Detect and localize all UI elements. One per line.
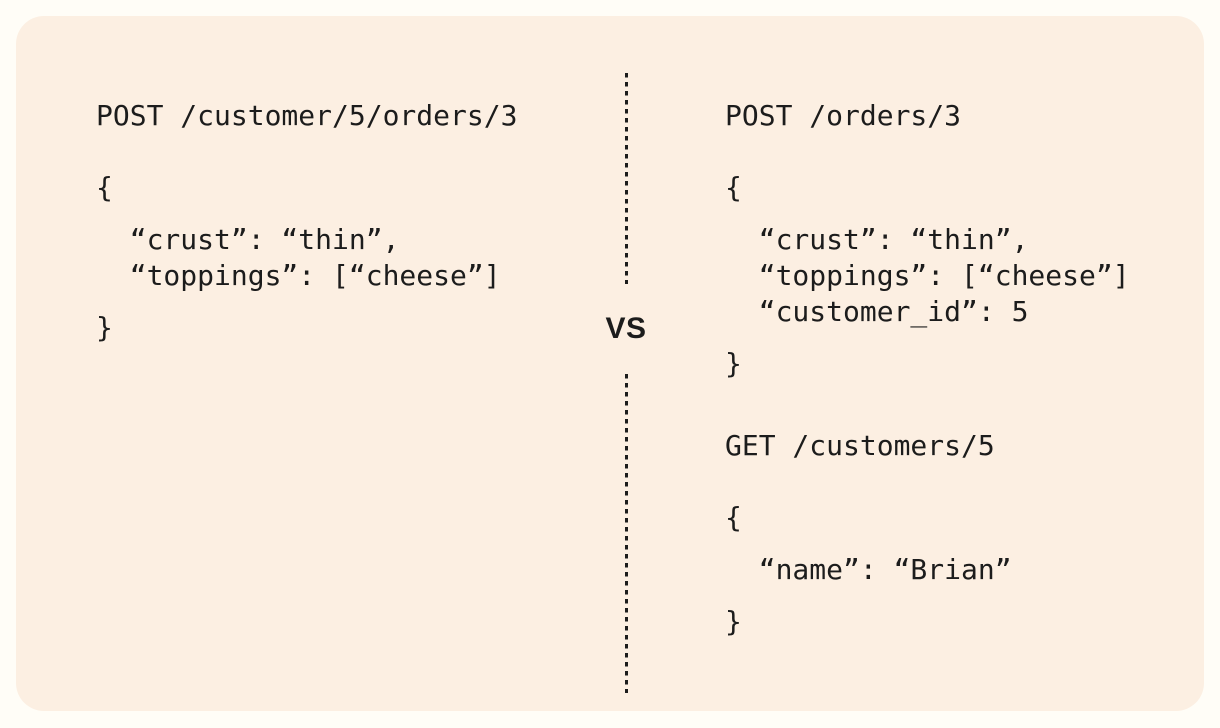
close-brace: } — [725, 605, 742, 638]
vs-divider: VS — [596, 73, 656, 693]
request-line: POST /orders/3 — [725, 99, 962, 132]
json-property: “toppings”: [“cheese”] — [725, 259, 1130, 292]
json-property: “toppings”: [“cheese”] — [96, 259, 501, 292]
vs-box: VS — [605, 284, 646, 374]
json-property: “name”: “Brian” — [725, 553, 1012, 586]
open-brace: { — [725, 501, 742, 534]
close-brace: } — [96, 311, 113, 344]
open-brace: { — [725, 171, 742, 204]
open-brace: { — [96, 171, 113, 204]
json-property: “crust”: “thin”, — [725, 223, 1029, 256]
left-api-example: POST /customer/5/orders/3 { “crust”: “th… — [96, 98, 517, 346]
dotted-line-top — [624, 73, 628, 284]
vs-label: VS — [605, 312, 647, 345]
request-line: GET /customers/5 — [725, 429, 995, 462]
json-property: “customer_id”: 5 — [725, 295, 1029, 328]
close-brace: } — [725, 347, 742, 380]
request-line: POST /customer/5/orders/3 — [96, 99, 518, 132]
json-property: “crust”: “thin”, — [96, 223, 400, 256]
right-api-example: POST /orders/3 { “crust”: “thin”, “toppi… — [725, 98, 1130, 640]
comparison-card: POST /customer/5/orders/3 { “crust”: “th… — [16, 16, 1204, 711]
dotted-line-bottom — [624, 374, 628, 693]
